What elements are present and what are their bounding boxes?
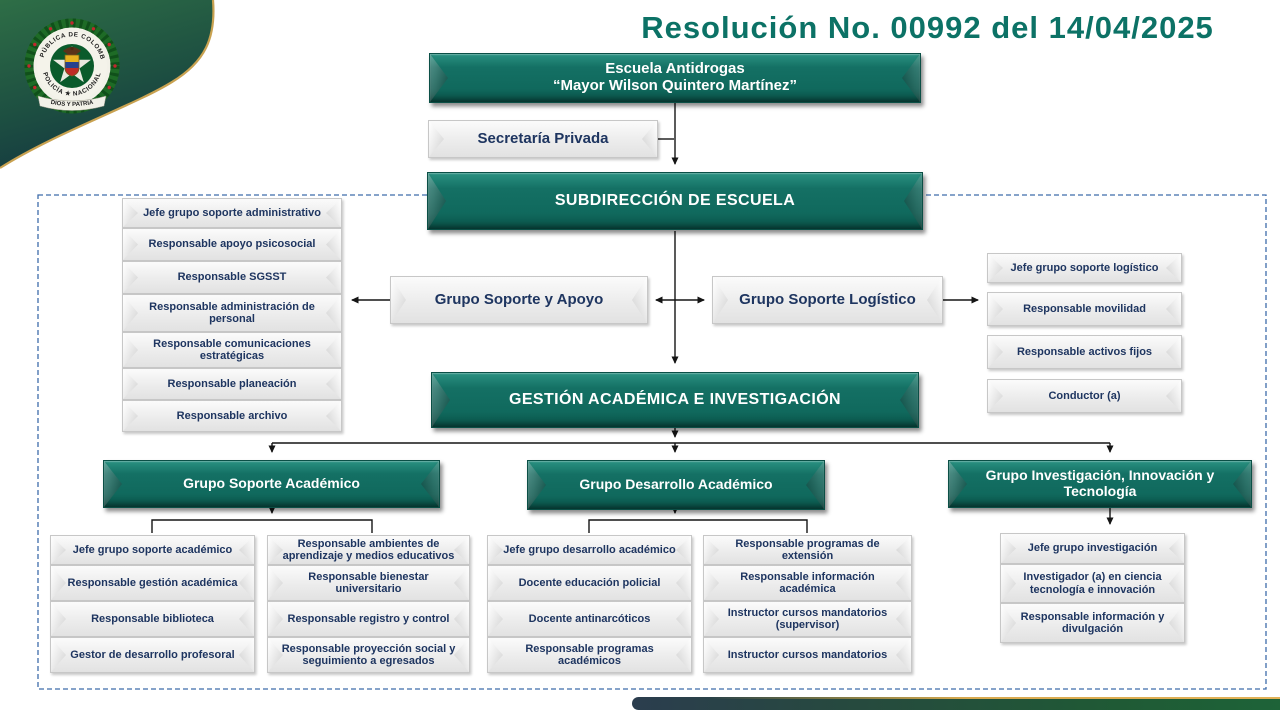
list-item-label: Responsable planeación: [167, 377, 297, 390]
list-item: Gestor de desarrollo profesoral: [50, 637, 255, 673]
wreath-berries: [27, 21, 117, 90]
list-item: Responsable comunicaciones estratégicas: [122, 332, 342, 368]
list-item-label: Responsable programas académicos: [525, 642, 654, 667]
list-item-label: Instructor cursos mandatorios (superviso…: [727, 606, 888, 631]
list-item: Responsable apoyo psicosocial: [122, 228, 342, 261]
bottom-accent-bar: [632, 697, 1280, 710]
police-seal: REPÚBLICA DE COLOMBIA POLICÍA ★ NACIONAL…: [24, 18, 120, 114]
node-label: Grupo Soporte Académico: [183, 475, 360, 492]
node-grupo-investigacion: Grupo Investigación, Innovación y Tecnol…: [948, 460, 1252, 508]
list-item: Responsable proyección social y seguimie…: [267, 637, 470, 673]
list-item-label: Docente educación policial: [518, 576, 661, 589]
page-title: Resolución No. 00992 del 14/04/2025: [641, 10, 1214, 45]
gold-curve: [0, 0, 215, 169]
seal-banner-text: DIOS Y PATRIA: [50, 100, 94, 108]
node-grupo-soporte-logistico: Grupo Soporte Logístico: [712, 276, 943, 324]
node-label: Escuela Antidrogas “Mayor Wilson Quinter…: [552, 60, 798, 95]
list-item-label: Responsable proyección social y seguimie…: [281, 642, 456, 667]
list-item-label: Responsable programas de extensión: [735, 537, 880, 562]
list-item-label: Responsable administración de personal: [149, 300, 315, 325]
list-item: Responsable gestión académica: [50, 565, 255, 601]
list-item: Jefe grupo desarrollo académico: [487, 535, 692, 565]
list-item-label: Responsable movilidad: [1023, 302, 1146, 315]
list-item-label: Responsable registro y control: [287, 612, 450, 625]
policia-nacional-logo: REPÚBLICA DE COLOMBIA POLICÍA ★ NACIONAL…: [0, 0, 215, 169]
list-item-label: Jefe grupo soporte administrativo: [143, 206, 321, 219]
list-item-label: Responsable gestión académica: [67, 576, 238, 589]
list-item: Responsable movilidad: [987, 292, 1182, 326]
node-label: Grupo Soporte Logístico: [739, 290, 916, 308]
list-item: Docente educación policial: [487, 565, 692, 601]
node-grupo-soporte-academico: Grupo Soporte Académico: [103, 460, 440, 508]
node-secretaria-privada: Secretaría Privada: [428, 120, 658, 158]
list-item: Jefe grupo soporte académico: [50, 535, 255, 565]
list-item-label: Responsable información y divulgación: [1020, 610, 1165, 635]
list-item: Responsable registro y control: [267, 601, 470, 637]
list-item: Responsable archivo: [122, 400, 342, 432]
list-item: Responsable programas de extensión: [703, 535, 912, 565]
node-label: SUBDIRECCIÓN DE ESCUELA: [554, 192, 796, 210]
list-item-label: Jefe grupo soporte logístico: [1010, 261, 1159, 274]
seal-banner-ribbon: [37, 95, 107, 111]
node-grupo-desarrollo-academico: Grupo Desarrollo Académico: [527, 460, 825, 510]
list-item-label: Instructor cursos mandatorios: [727, 648, 888, 661]
list-item: Responsable planeación: [122, 368, 342, 400]
list-item: Responsable ambientes de aprendizaje y m…: [267, 535, 470, 565]
list-item: Jefe grupo soporte administrativo: [122, 198, 342, 228]
list-item: Jefe grupo investigación: [1000, 533, 1185, 564]
list-item-label: Gestor de desarrollo profesoral: [70, 648, 235, 661]
node-subdireccion-escuela: SUBDIRECCIÓN DE ESCUELA: [427, 172, 923, 230]
list-item-label: Jefe grupo soporte académico: [72, 543, 233, 556]
list-item-label: Jefe grupo desarrollo académico: [503, 543, 676, 556]
list-item-label: Responsable ambientes de aprendizaje y m…: [282, 537, 455, 562]
list-item-label: Responsable bienestar universitario: [308, 570, 429, 595]
node-label: GESTIÓN ACADÉMICA E INVESTIGACIÓN: [508, 391, 842, 409]
list-item: Responsable bienestar universitario: [267, 565, 470, 601]
node-grupo-soporte-apoyo: Grupo Soporte y Apoyo: [390, 276, 648, 324]
list-item-label: Conductor (a): [1048, 389, 1121, 402]
list-item-label: Responsable SGSST: [177, 271, 287, 284]
list-item: Jefe grupo soporte logístico: [987, 253, 1182, 283]
list-item: Investigador (a) en ciencia tecnología e…: [1000, 564, 1185, 603]
list-item: Conductor (a): [987, 379, 1182, 413]
list-item-label: Docente antinarcóticos: [528, 612, 651, 625]
list-item: Responsable información académica: [703, 565, 912, 601]
list-item-label: Responsable archivo: [176, 409, 288, 422]
list-item-label: Responsable biblioteca: [91, 612, 214, 625]
coat-of-arms: [63, 46, 81, 77]
node-gestion-academica: GESTIÓN ACADÉMICA E INVESTIGACIÓN: [431, 372, 919, 428]
node-label: Secretaría Privada: [477, 129, 609, 147]
list-item: Docente antinarcóticos: [487, 601, 692, 637]
list-item: Instructor cursos mandatorios: [703, 637, 912, 673]
list-item: Responsable activos fijos: [987, 335, 1182, 369]
list-item: Responsable programas académicos: [487, 637, 692, 673]
list-item-label: Responsable activos fijos: [1016, 345, 1153, 358]
node-label: Grupo Soporte y Apoyo: [434, 290, 604, 308]
list-item-label: Responsable apoyo psicosocial: [148, 238, 316, 251]
list-item: Responsable información y divulgación: [1000, 603, 1185, 643]
list-item: Responsable biblioteca: [50, 601, 255, 637]
list-item: Responsable SGSST: [122, 261, 342, 294]
node-label-line1: Escuela Antidrogas: [605, 60, 745, 78]
list-item-label: Investigador (a) en ciencia tecnología e…: [1023, 571, 1162, 596]
list-item: Responsable administración de personal: [122, 294, 342, 332]
list-item: Instructor cursos mandatorios (superviso…: [703, 601, 912, 637]
node-label-line2: “Mayor Wilson Quintero Martínez”: [552, 77, 798, 94]
list-item-label: Responsable información académica: [740, 570, 875, 595]
list-item-label: Jefe grupo investigación: [1027, 542, 1158, 555]
node-label: Grupo Investigación, Innovación y Tecnol…: [985, 467, 1215, 499]
svg-text:DIOS Y PATRIA: DIOS Y PATRIA: [50, 100, 94, 108]
list-item-label: Responsable comunicaciones estratégicas: [153, 337, 311, 362]
node-escuela-antidrogas: Escuela Antidrogas “Mayor Wilson Quinter…: [429, 53, 921, 103]
node-label: Grupo Desarrollo Académico: [579, 476, 773, 493]
